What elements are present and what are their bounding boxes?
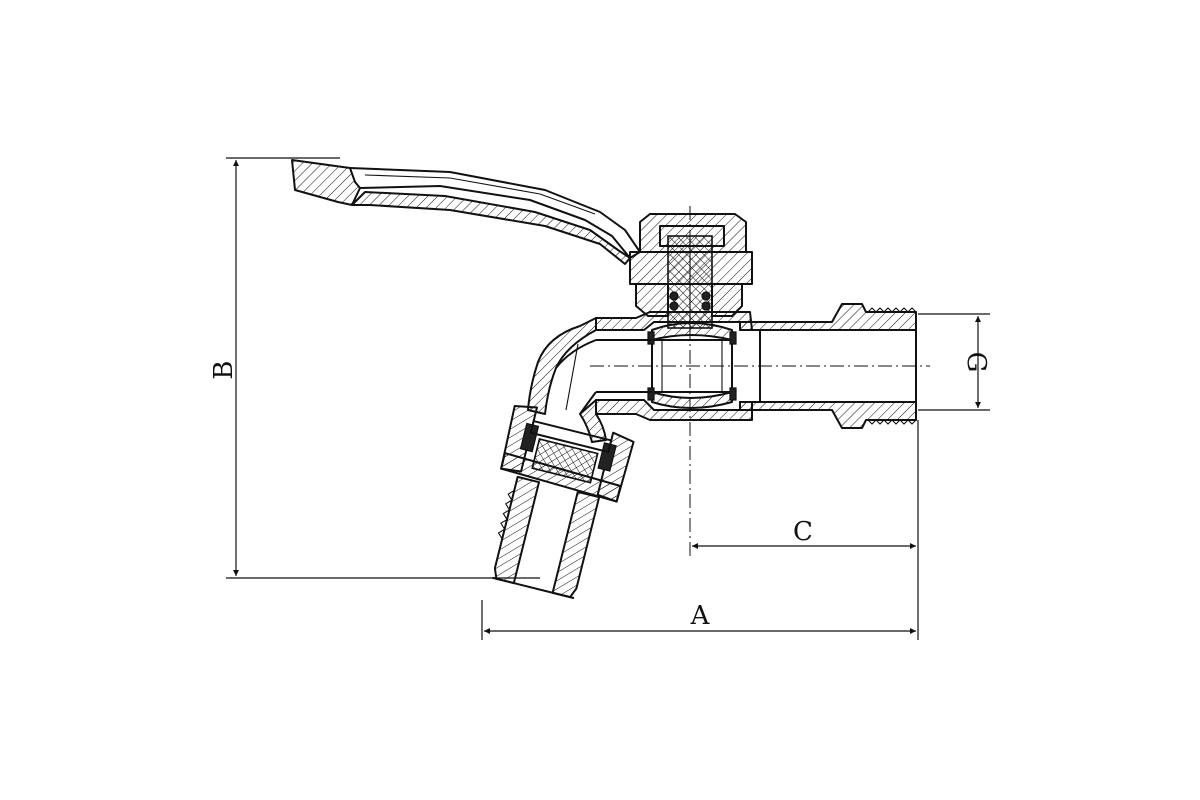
bonnet-assembly <box>629 213 753 329</box>
inlet-pipe <box>739 303 917 429</box>
dimension-c: C <box>692 517 916 549</box>
dimension-g: G <box>918 313 991 411</box>
valve-body <box>595 311 753 421</box>
dimension-a: A <box>481 420 919 640</box>
lever-handle <box>291 159 641 265</box>
hose-connector <box>492 405 635 600</box>
spout-elbow <box>527 317 607 443</box>
valve-ball <box>651 322 733 409</box>
stem-seal-rings <box>669 291 711 311</box>
dimension-b: B <box>209 157 540 579</box>
label-c: C <box>793 517 813 547</box>
label-g: G <box>961 352 991 373</box>
label-a: A <box>690 601 711 631</box>
label-b: B <box>209 360 239 379</box>
